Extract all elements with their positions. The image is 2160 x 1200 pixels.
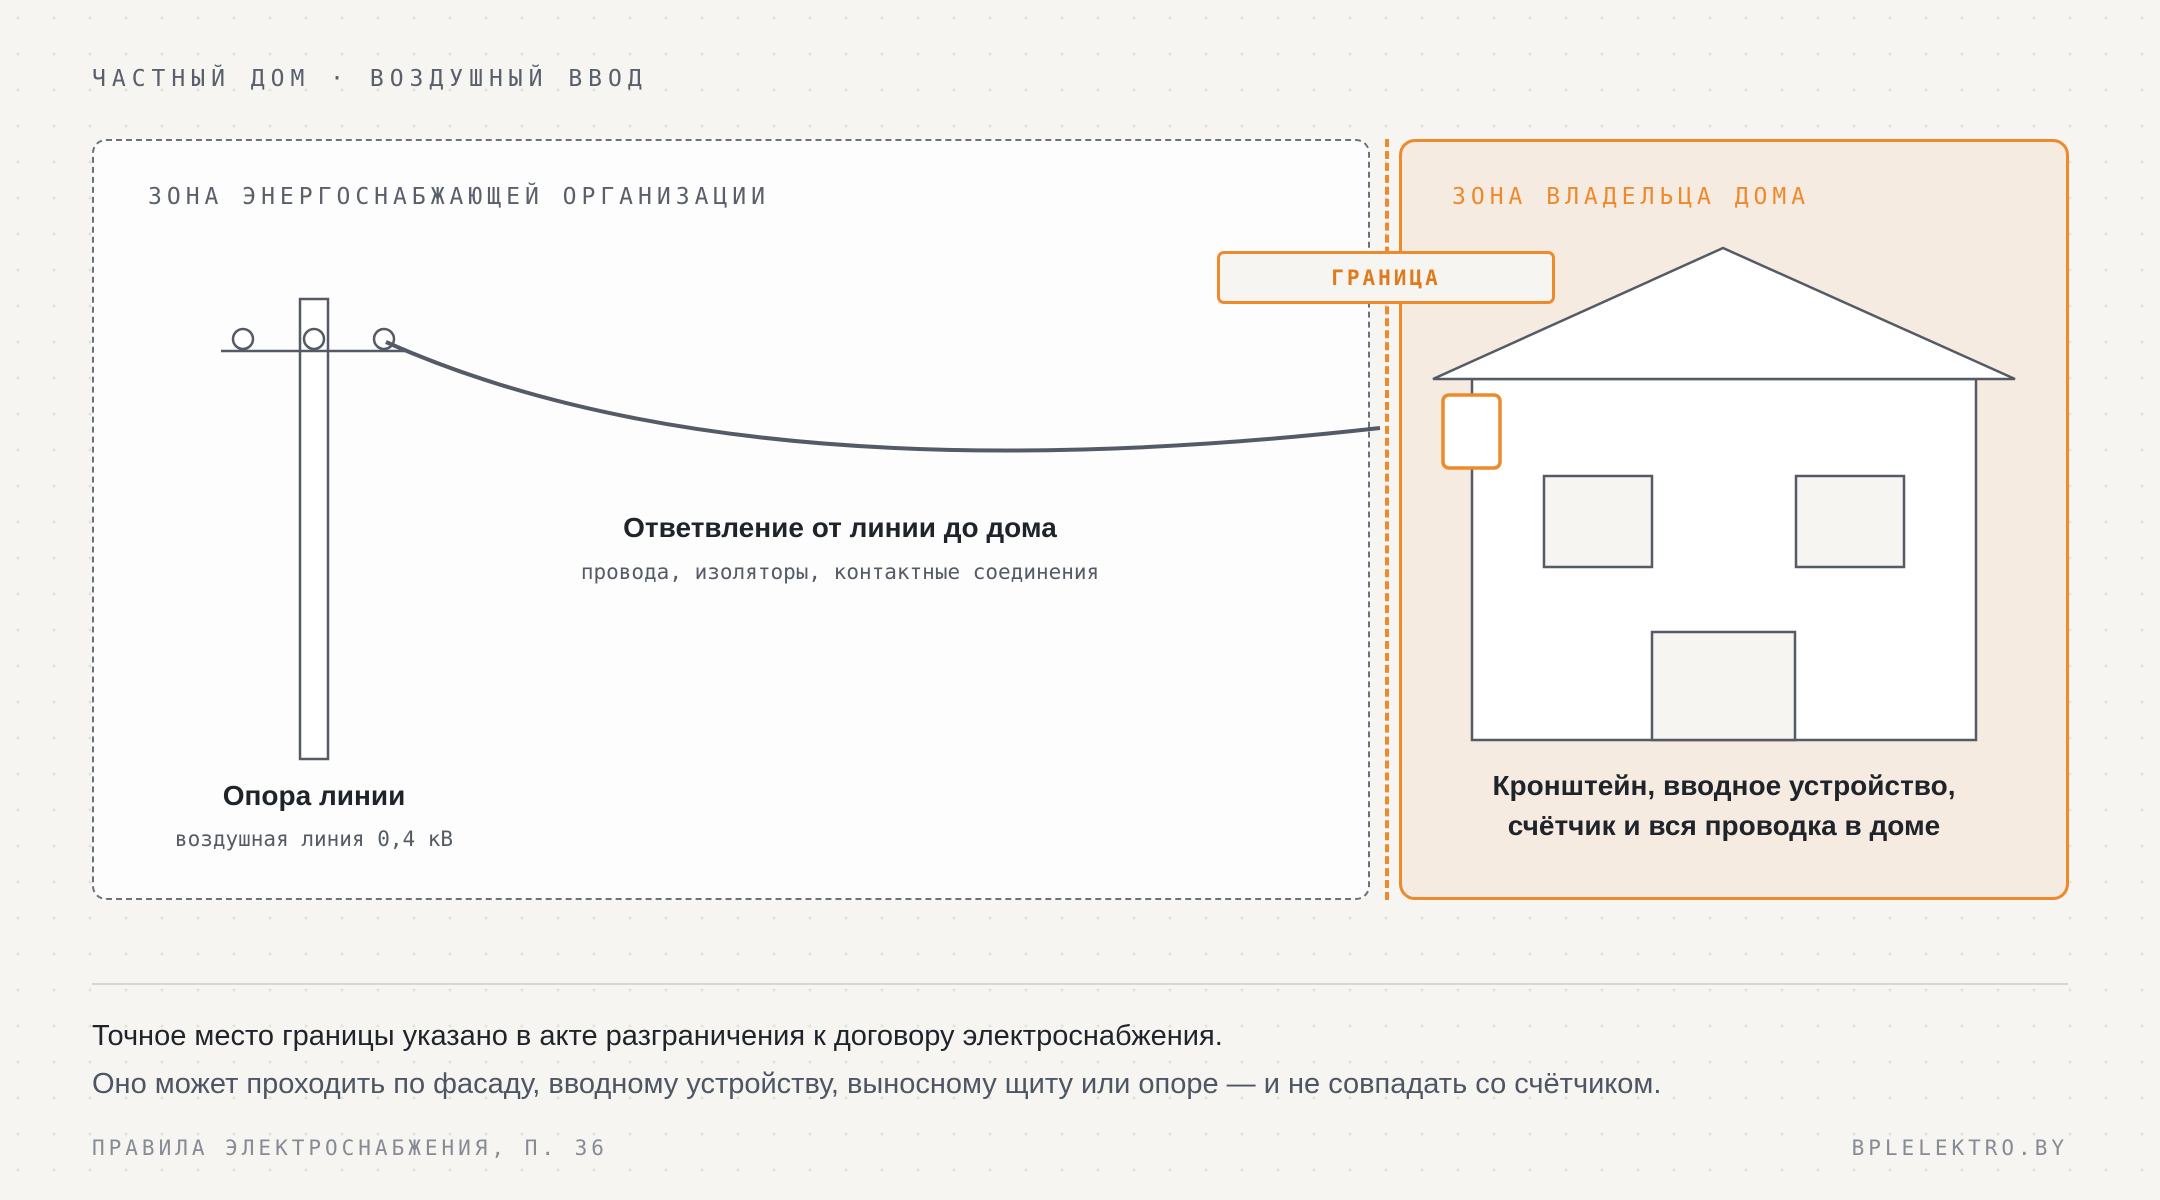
- footer-site-link[interactable]: BPLELEKTRO.BY: [1851, 1136, 2068, 1160]
- footer-source: ПРАВИЛА ЭЛЕКТРОСНАБЖЕНИЯ, П. 36: [92, 1136, 608, 1160]
- insulator-icon: [231, 327, 255, 351]
- pole-subtitle: воздушная линия 0,4 кВ: [174, 827, 454, 851]
- house-window: [1542, 474, 1654, 569]
- power-pole: [221, 297, 408, 761]
- boundary-line: [1385, 139, 1389, 900]
- owner-zone-label: ЗОНА ВЛАДЕЛЬЦА ДОМА: [1452, 184, 1811, 210]
- house: [1432, 246, 2016, 742]
- note-secondary: Оно может проходить по фасаду, вводному …: [92, 1068, 1662, 1100]
- branch-title: Ответвление от линии до дома: [623, 512, 1057, 543]
- boundary-tag: ГРАНИЦА: [1217, 251, 1555, 304]
- note-primary: Точное место границы указано в акте разг…: [92, 1020, 1223, 1052]
- page-eyebrow: ЧАСТНЫЙ ДОМ · ВОЗДУШНЫЙ ВВОД: [92, 66, 648, 92]
- house-caption-line1: Кронштейн, вводное устройство,: [1492, 770, 1956, 801]
- insulator-icon: [302, 327, 326, 351]
- house-caption-line2: счётчик и вся проводка в доме: [1507, 810, 1941, 841]
- service-drop-wire: [385, 340, 1381, 453]
- pole-post: [298, 297, 330, 761]
- utility-zone-label: ЗОНА ЭНЕРГОСНАБЖАЮЩЕЙ ОРГАНИЗАЦИИ: [148, 184, 770, 210]
- house-window: [1794, 474, 1906, 569]
- divider: [92, 983, 2068, 985]
- branch-subtitle: провода, изоляторы, контактные соединени…: [580, 560, 1100, 584]
- meter-box-icon: [1441, 393, 1502, 470]
- house-roof: [1432, 246, 2016, 381]
- pole-title: Опора линии: [222, 780, 406, 811]
- house-door: [1650, 630, 1797, 742]
